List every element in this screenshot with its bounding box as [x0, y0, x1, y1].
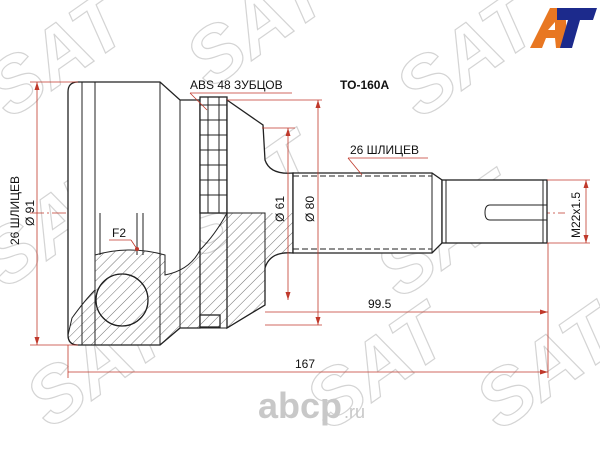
thread-label: M22x1.5	[569, 192, 583, 238]
abcp-watermark-text: abcp	[258, 385, 342, 426]
length-shaft-label: 99.5	[368, 297, 392, 311]
inner-splines-label: 26 ШЛИЦЕВ	[350, 143, 419, 157]
diameter-61-label: Ø 61	[273, 196, 287, 222]
abcp-watermark: abcp .ru	[258, 385, 365, 426]
abs-ring	[199, 96, 228, 328]
abcp-watermark-tld: .ru	[344, 402, 365, 422]
diameter-80-label: Ø 80	[303, 196, 317, 222]
length-total-label: 167	[295, 357, 315, 371]
neck	[199, 98, 294, 330]
outer-splines-label: 26 ШЛИЦЕВ	[8, 176, 22, 245]
at-logo	[530, 8, 597, 48]
sat-watermark: SAT	[459, 284, 600, 446]
outer-diameter-label: Ø 91	[23, 200, 37, 226]
shaft	[292, 172, 548, 254]
f2-label: F2	[112, 226, 126, 240]
abs-label: ABS 48 ЗУБЦОВ	[190, 78, 283, 92]
dimensions	[30, 81, 590, 378]
part-number: TO-160A	[340, 78, 389, 92]
sat-watermark: SAT	[379, 0, 558, 134]
outer-housing	[67, 81, 201, 346]
